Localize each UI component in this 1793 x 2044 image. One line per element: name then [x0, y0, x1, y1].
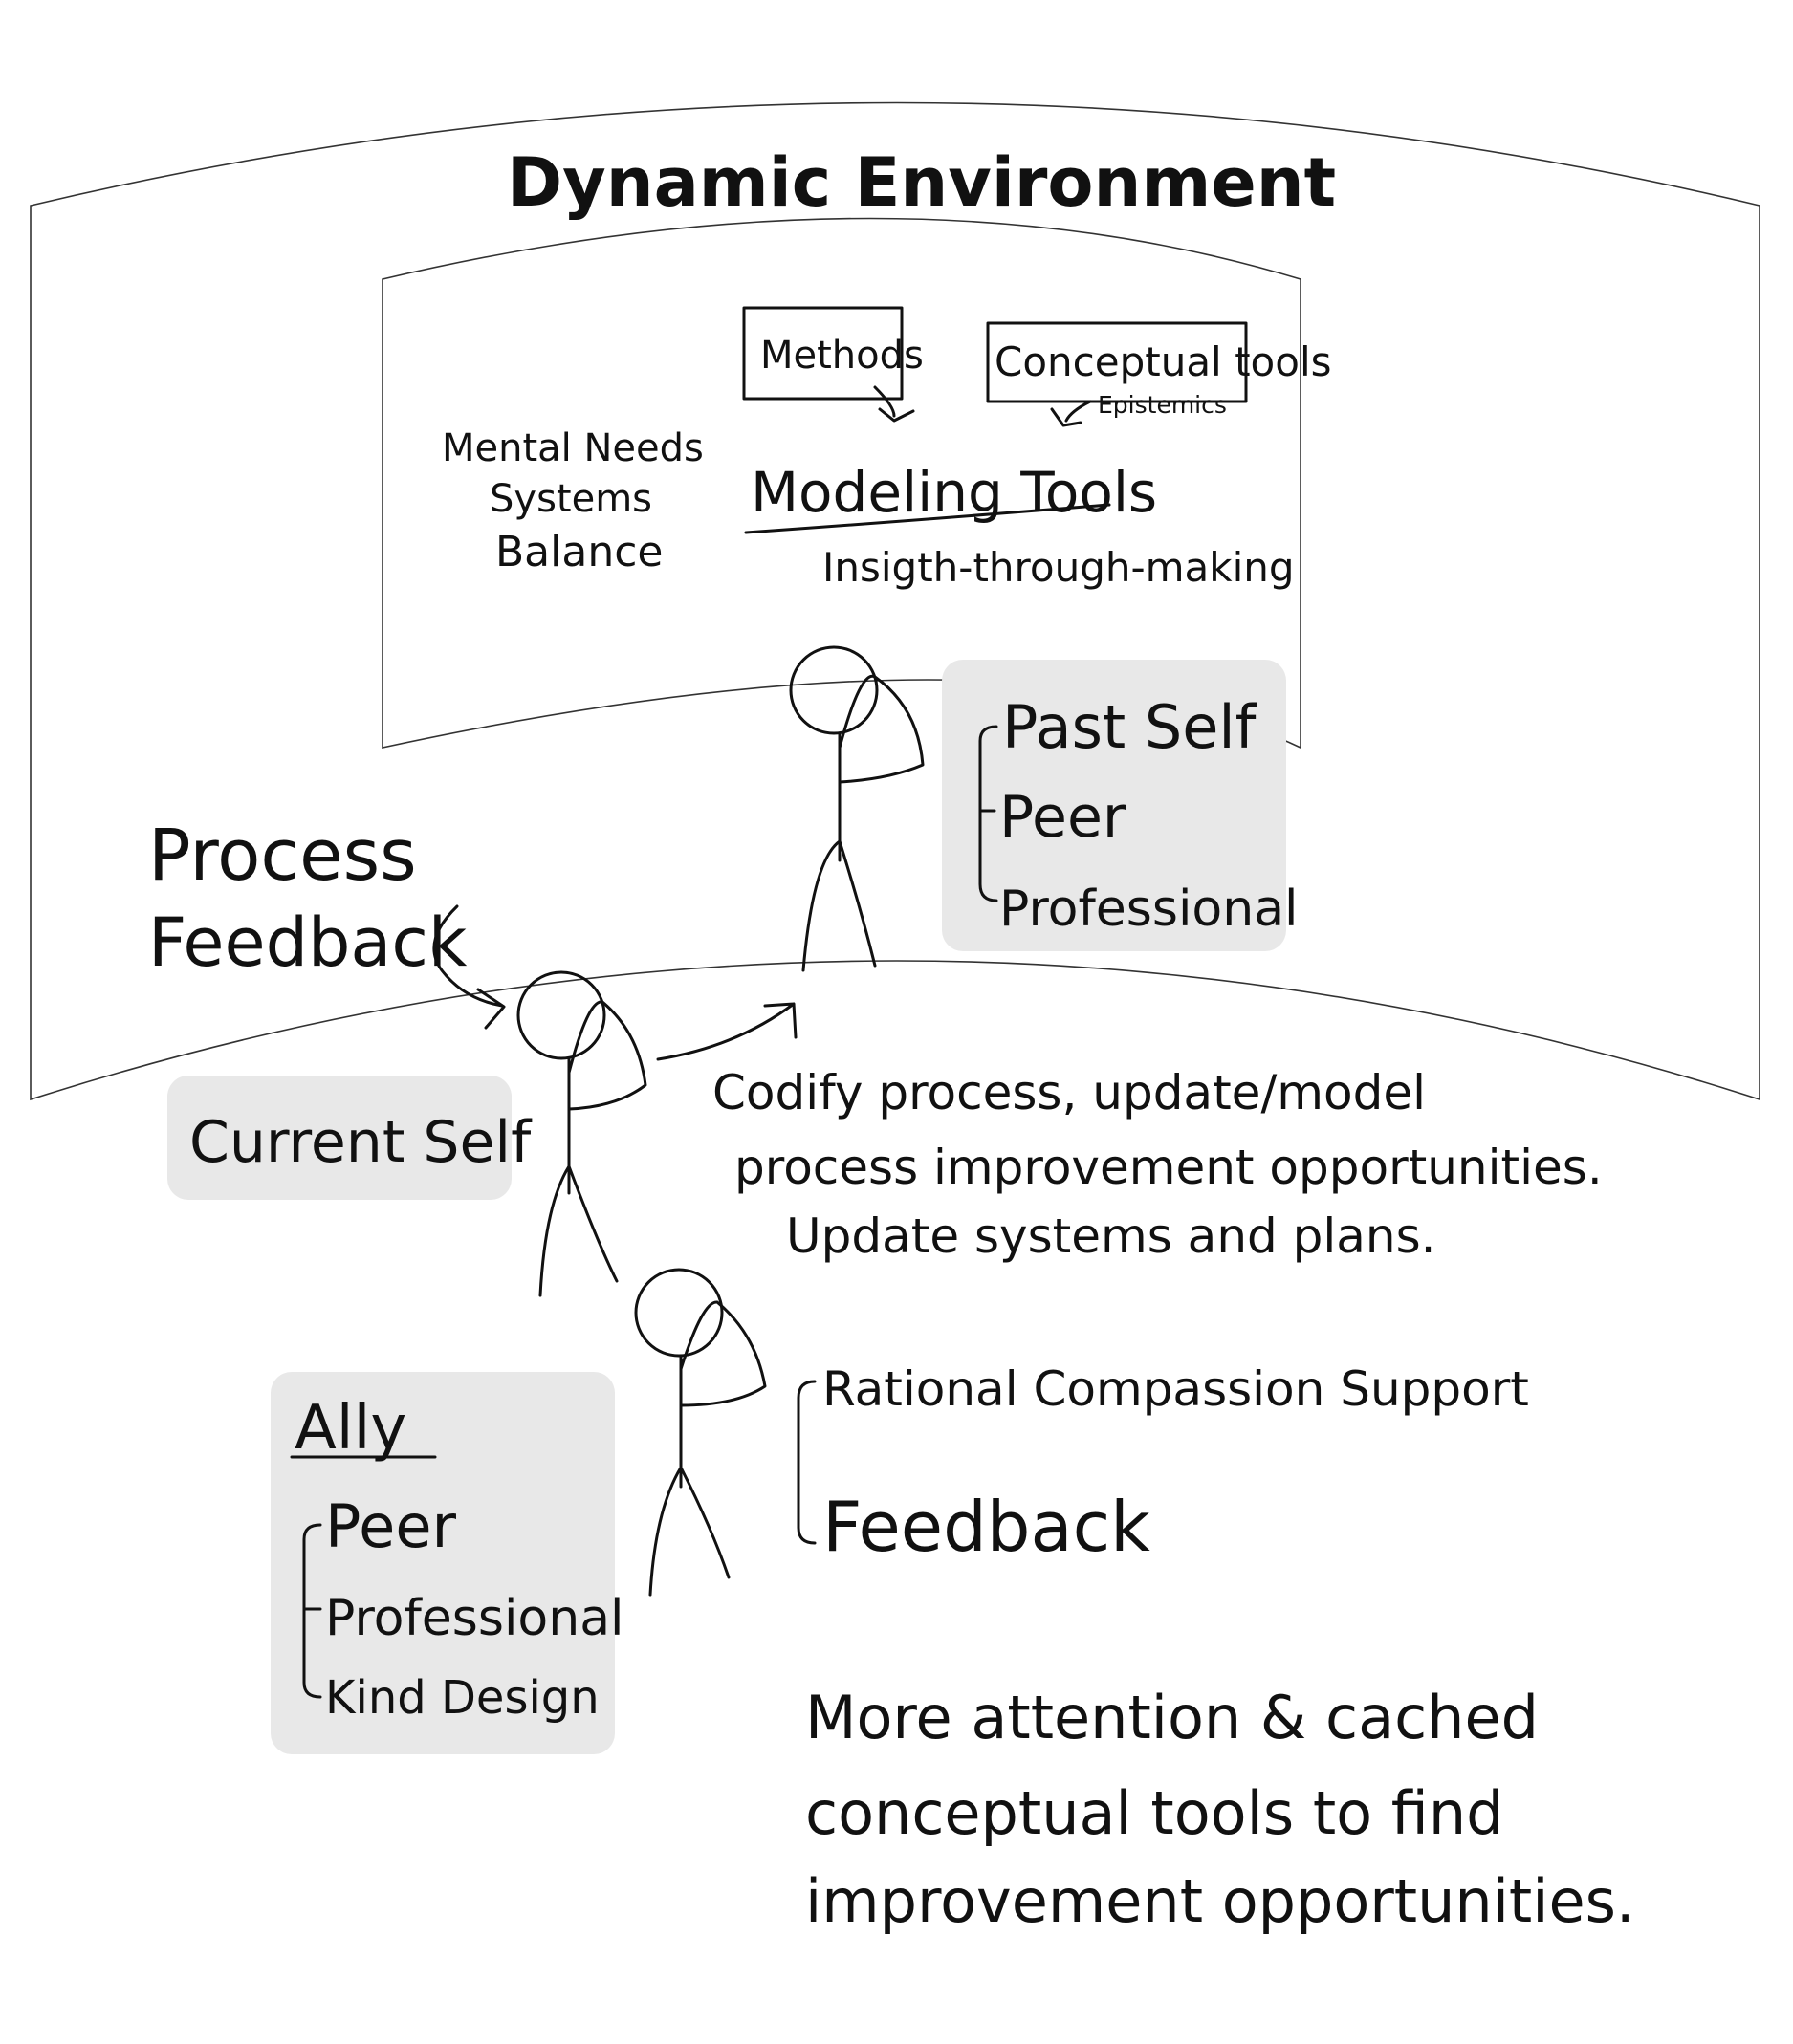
stick-figure-ally [634, 1268, 767, 1597]
methods-label: Methods [760, 334, 924, 378]
title: Dynamic Environment [507, 143, 1336, 222]
ally-item-2: Professional [325, 1590, 624, 1647]
process-feedback-arrow [432, 904, 506, 1030]
ally-item-1: Peer [325, 1491, 456, 1561]
ally-item-3: Kind Design [325, 1671, 600, 1725]
modeling-tools-underline [744, 503, 1111, 534]
outer-environment-frame [30, 101, 1760, 1101]
insight-label: Insigth-through-making [822, 544, 1295, 591]
current-self-box [167, 1076, 512, 1200]
support-item-1: Rational Compassion Support [822, 1361, 1529, 1417]
codify-line-3: Update systems and plans. [786, 1208, 1436, 1264]
codify-line-2: process improvement opportunities. [734, 1140, 1603, 1195]
feedback-label: Feedback [148, 903, 468, 982]
conclusion-line-1: More attention & cached [805, 1683, 1539, 1752]
codify-line-1: Codify process, update/model [712, 1065, 1426, 1120]
methods-box [742, 306, 904, 401]
inner-panel-frame [382, 217, 1301, 750]
past-self-item-1: Past Self [1002, 692, 1258, 762]
needs-systems: Systems [490, 477, 652, 521]
ally-box [271, 1372, 615, 1754]
methods-arrow [873, 385, 915, 423]
process-label: Process [148, 815, 417, 897]
conclusion-line-2: conceptual tools to find [805, 1778, 1504, 1848]
current-to-past-arrow [656, 1002, 798, 1061]
modeling-tools-label: Modeling Tools [751, 460, 1157, 525]
support-bracket [797, 1380, 817, 1545]
conceptual-tools-box [986, 321, 1248, 403]
past-self-item-3: Professional [999, 881, 1299, 938]
ally-bracket [302, 1523, 322, 1699]
ally-heading: Ally [295, 1393, 406, 1464]
conclusion-line-3: improvement opportunities. [805, 1866, 1635, 1936]
conceptual-tools-arrow [1050, 400, 1092, 427]
past-self-item-2: Peer [999, 784, 1126, 851]
conceptual-tools-label: Conceptual tools [995, 338, 1332, 385]
past-self-box [942, 660, 1286, 951]
stick-figure-current-self [516, 970, 647, 1297]
epistemics-label: Epistemics [1098, 391, 1227, 419]
stick-figure-past-self [789, 645, 925, 972]
support-item-2: Feedback [822, 1487, 1150, 1567]
needs-mental: Mental Needs [442, 426, 704, 470]
needs-balance: Balance [495, 528, 663, 576]
current-self-label: Current Self [189, 1109, 533, 1176]
past-self-bracket [978, 725, 998, 902]
